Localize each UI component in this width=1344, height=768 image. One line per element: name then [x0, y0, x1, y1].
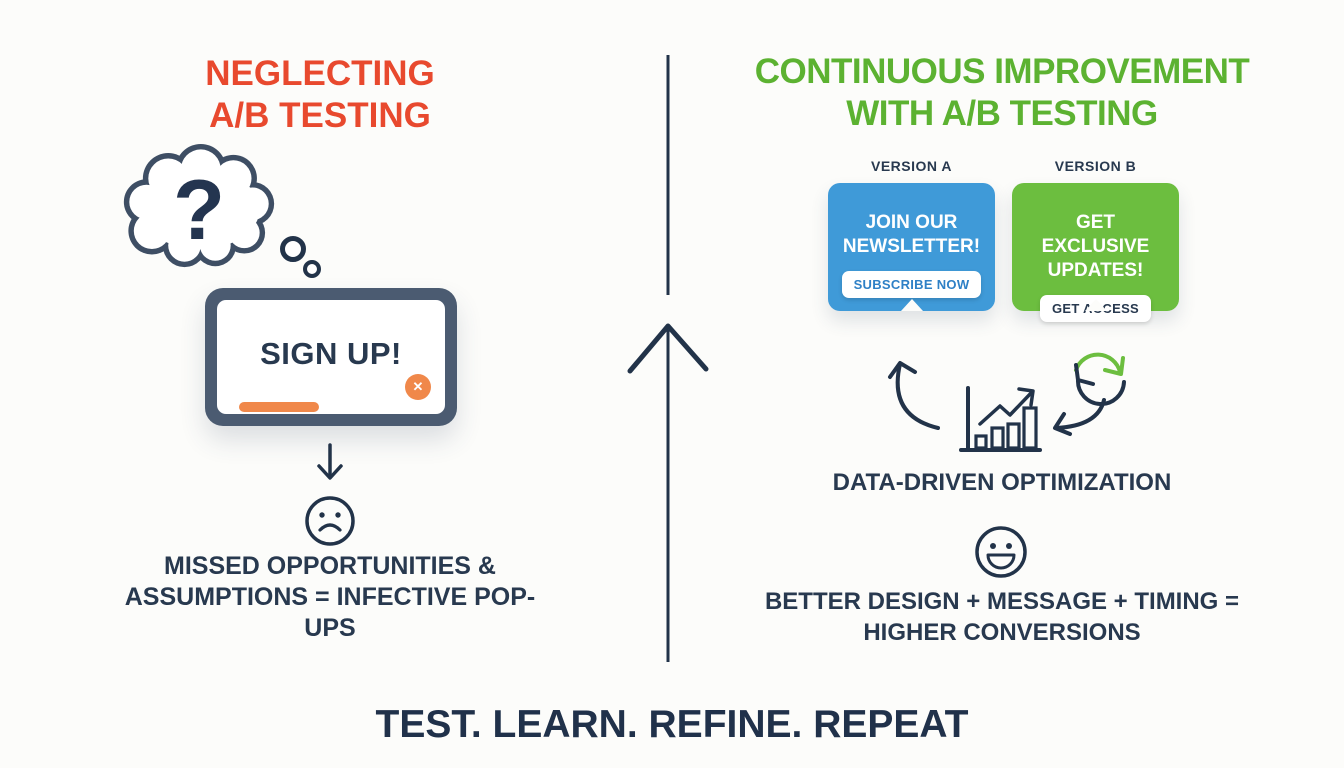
ab-test-cards: VERSION A JOIN OUR NEWSLETTER! SUBSCRIBE…	[828, 158, 1180, 322]
version-a-headline: JOIN OUR NEWSLETTER!	[842, 212, 981, 257]
close-icon: ✕	[412, 379, 424, 394]
left-title-line1: NEGLECTING	[205, 54, 435, 94]
signup-popup: SIGN UP! ✕	[205, 288, 457, 426]
thought-bubble-dot-large	[280, 236, 306, 262]
version-b-label: VERSION B	[1054, 158, 1137, 174]
version-a-card: JOIN OUR NEWSLETTER! SUBSCRIBE NOW	[828, 183, 995, 311]
version-b-headline: GET EXCLUSIVE UPDATES!	[1041, 212, 1150, 281]
version-a-label: VERSION A	[871, 158, 952, 174]
thought-bubble-dot-small	[303, 260, 321, 278]
card-notch	[1084, 299, 1107, 311]
divider-up-arrow	[627, 55, 709, 662]
cycle-arrows-icon	[1053, 352, 1126, 436]
card-notch	[900, 299, 923, 311]
left-caption: MISSED OPPORTUNITIES & ASSUMPTIONS = INF…	[110, 551, 550, 644]
right-caption: BETTER DESIGN + MESSAGE + TIMING = HIGHE…	[752, 586, 1252, 648]
version-b-column: VERSION B GET EXCLUSIVE UPDATES! GET ACC…	[1012, 158, 1179, 322]
left-title: NEGLECTING A/B TESTING	[100, 53, 540, 136]
thought-cloud-icon: ?	[123, 144, 275, 268]
version-b-card: GET EXCLUSIVE UPDATES! GET ACCESS	[1012, 183, 1179, 322]
popup-accent-bar	[239, 402, 319, 412]
right-caption-line2: HIGHER CONVERSIONS	[863, 619, 1141, 646]
left-caption-line2: ASSUMPTIONS = INFECTIVE POP-UPS	[124, 583, 536, 642]
right-title: CONTINUOUS IMPROVEMENT WITH A/B TESTING	[742, 51, 1262, 134]
subscribe-now-button[interactable]: SUBSCRIBE NOW	[841, 271, 982, 298]
version-a-column: VERSION A JOIN OUR NEWSLETTER! SUBSCRIBE…	[828, 158, 995, 311]
left-title-line2: A/B TESTING	[209, 95, 431, 135]
right-caption-line1: BETTER DESIGN + MESSAGE + TIMING =	[764, 588, 1240, 615]
sad-face-icon	[305, 496, 355, 546]
right-title-line2: WITH A/B TESTING	[846, 93, 1158, 133]
popup-close-button[interactable]: ✕	[405, 374, 431, 400]
footer-tagline: TEST. LEARN. REFINE. REPEAT	[375, 703, 969, 746]
right-title-line1: CONTINUOUS IMPROVEMENT	[754, 52, 1250, 92]
question-mark-icon: ?	[173, 163, 225, 258]
optimization-caption: DATA-DRIVEN OPTIMIZATION	[832, 469, 1172, 496]
down-arrow-icon	[317, 443, 343, 480]
curved-arrow-icon	[888, 361, 940, 430]
smiley-face-icon	[975, 526, 1027, 578]
bar-chart-icon	[959, 386, 1042, 452]
signup-headline: SIGN UP!	[260, 336, 402, 371]
left-caption-line1: MISSED OPPORTUNITIES &	[164, 552, 496, 580]
signup-popup-body: SIGN UP! ✕	[217, 300, 445, 414]
